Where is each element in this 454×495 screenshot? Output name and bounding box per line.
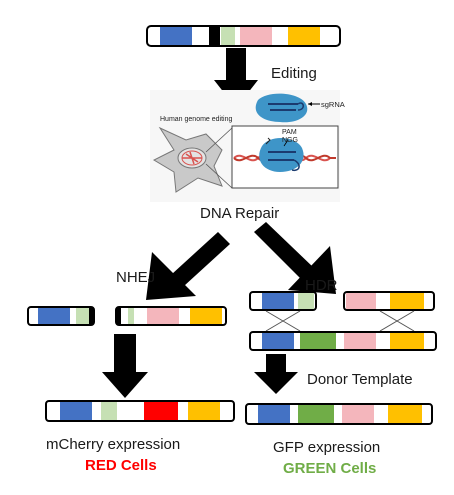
donor-green [300,333,336,349]
hdr-label: HDR [305,277,338,294]
nhej-right-pink [147,308,179,324]
donor-template-bar [249,331,437,351]
sgrna-label: sgRNA [321,100,345,109]
gfp-green [298,405,334,423]
mcherry-blue [60,402,92,420]
dna-repair-label: DNA Repair [200,205,279,222]
nhej-right-black-edge [117,308,121,324]
mcherry-result-bar [45,400,235,422]
nhej-label: NHEJ [116,269,155,286]
sgrna-loop-bound [291,159,300,172]
mcherry-red [144,402,178,420]
hdr-top-right-gold [390,293,424,309]
sgrna-strand-top [268,103,298,111]
top-gene-gold-segment [288,27,320,45]
donor-pink [344,333,376,349]
gfp-result-bar [245,403,433,425]
hdr-cut-bar-left [249,291,317,311]
cas9-protein-bound [259,137,304,172]
cas9-sgrna-complex: sgRNA [255,93,345,123]
nhej-left-blue [38,308,70,324]
arrow-down-hdr [254,354,298,394]
arrow-down-left [146,232,230,300]
scissors-icon [265,137,271,145]
hdr-top-left-lightgreen [298,293,314,309]
pam-label: PAM [282,129,297,136]
nhej-right-gold [190,308,222,324]
nhej-cut-bar-right [115,306,227,326]
arrow-right-head [288,246,336,294]
red-cells-label: RED Cells [85,457,157,474]
arrow-down-nhej [102,334,148,398]
hdr-top-right-pink [346,293,376,309]
mcherry-expression-label: mCherry expression [46,436,180,453]
crispr-illustration: sgRNA Human genome editing PAM NGG [150,90,345,202]
top-gene-black-segment [209,27,220,45]
nucleus-dna [182,151,202,165]
gfp-gold [388,405,422,423]
sgrna-loop-top [297,102,304,111]
donor-bar-outline [249,331,437,351]
arrow-left-head [146,252,196,300]
arrow-left-shaft [172,232,230,286]
homologous-crossover-lines [265,310,415,332]
gfp-pink [342,405,374,423]
hdr-top-left-blue [262,293,294,309]
nhej-right-lightgreen [128,308,134,324]
cas9-protein-top [255,93,308,123]
ngg-label: NGG [282,137,298,144]
nhej-left-black-edge [89,308,93,324]
crossover-line-2 [265,310,301,332]
zoom-line-top [205,127,233,153]
mcherry-gold [188,402,220,420]
sgrna-pointer-head [308,102,312,106]
editing-label: Editing [271,65,317,82]
top-gene-pink-segment [240,27,272,45]
arrow-right-shaft [254,222,314,280]
nhej-cut-bar-left [27,306,95,326]
gfp-blue [258,405,290,423]
mcherry-lightgreen [101,402,117,420]
top-gene-lightgreen-segment [221,27,235,45]
donor-template-label: Donor Template [307,371,413,388]
donor-gold [390,333,424,349]
crossover-line-4 [379,310,415,332]
top-gene-bar [146,25,341,47]
zoom-line-bottom [205,163,233,189]
gfp-bar-outline [245,403,433,425]
hdr-cut-bar-right [343,291,435,311]
top-gene-blue-segment [160,27,192,45]
human-genome-editing-label: Human genome editing [160,116,232,123]
nucleus-highlight-circle [181,150,203,166]
donor-blue [262,333,294,349]
arrow-down-right [254,222,336,294]
green-cells-label: GREEN Cells [283,460,376,477]
gfp-expression-label: GFP expression [273,439,380,456]
pam-pointer [283,139,289,147]
nhej-left-lightgreen [76,308,89,324]
mcherry-bar-outline [45,400,235,422]
sgrna-strand-bound [268,151,296,161]
